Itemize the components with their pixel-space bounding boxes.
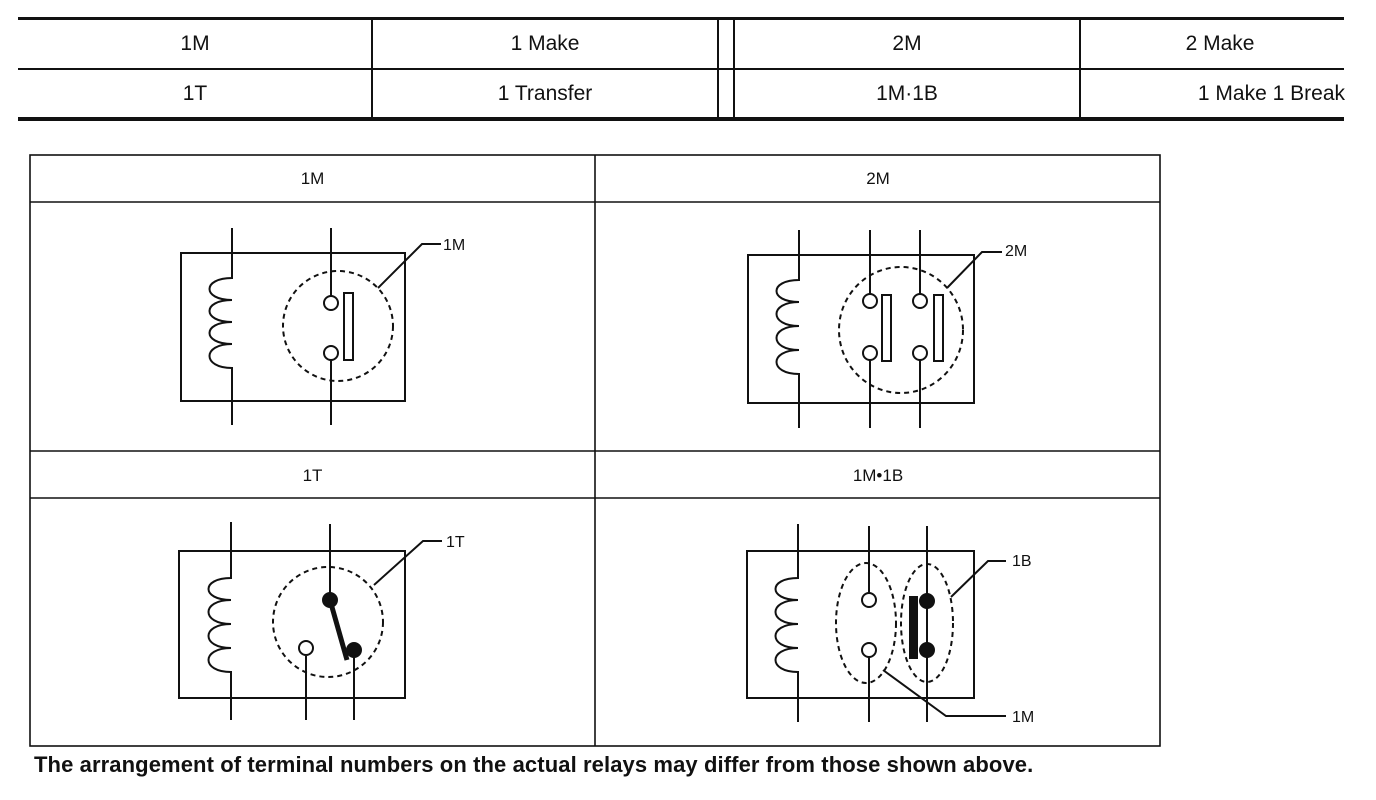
relay-housing xyxy=(178,550,406,699)
relay-housing xyxy=(180,252,406,402)
make-contact-bar xyxy=(933,294,944,362)
panel-header-1m: 1M xyxy=(300,169,325,188)
contact-terminal xyxy=(323,295,339,311)
table-cell-code: 1M xyxy=(180,32,210,55)
coil-symbol xyxy=(207,522,232,720)
table-cell-description: 1 Make 1 Break xyxy=(1197,82,1345,105)
schematic-1m1b xyxy=(746,524,1006,722)
table-top-rule xyxy=(18,17,1344,20)
callout-leader xyxy=(950,560,1006,598)
table-bottom-rule xyxy=(18,117,1344,121)
contact-terminal xyxy=(323,345,339,361)
relay-housing xyxy=(746,550,975,699)
panel-header-1m1b: 1M•1B xyxy=(852,466,904,485)
coil-symbol xyxy=(775,230,800,428)
contact-terminal xyxy=(862,293,878,309)
table-cell-code: 2M xyxy=(892,32,922,55)
callout-leader xyxy=(946,251,1002,289)
table-cell-code: 1M·1B xyxy=(876,82,938,105)
table-cell-description: 1 Make xyxy=(510,32,580,55)
relay-housing xyxy=(747,254,975,404)
contact-terminal xyxy=(912,293,928,309)
contact-group-outline xyxy=(272,566,384,678)
normally-open-terminal xyxy=(298,640,314,656)
break-contact-outline xyxy=(900,563,954,683)
callout-2m: 2M xyxy=(1005,243,1027,260)
table-divider xyxy=(371,19,373,118)
footnote: The arrangement of terminal numbers on t… xyxy=(34,752,1034,777)
panel-header-2m: 2M xyxy=(866,169,890,188)
contact-terminal xyxy=(862,345,878,361)
callout-1b: 1B xyxy=(1012,553,1032,570)
make-terminal xyxy=(861,592,877,608)
transfer-arm xyxy=(327,599,350,661)
callout-1m-make: 1M xyxy=(1012,709,1034,726)
schematic-1t xyxy=(178,522,442,720)
break-terminal xyxy=(919,642,935,658)
contact-group-outline xyxy=(282,270,394,382)
make-contact-bar xyxy=(343,292,354,361)
table-middle-rule xyxy=(18,68,1344,70)
normally-closed-terminal xyxy=(346,642,362,658)
table-cell-description: 2 Make xyxy=(1185,32,1255,55)
panel-header-1t: 1T xyxy=(302,466,323,485)
callout-1m: 1M xyxy=(443,237,465,254)
table-divider xyxy=(1079,19,1081,118)
callout-leader xyxy=(373,540,442,586)
schematic-2m xyxy=(747,230,1002,428)
callout-1t: 1T xyxy=(446,534,465,551)
contact-terminal xyxy=(912,345,928,361)
table-cell-description: 1 Transfer xyxy=(497,82,593,105)
make-contact-bar xyxy=(881,294,892,362)
callout-leader xyxy=(377,243,441,289)
contact-group-outline xyxy=(838,266,964,394)
make-contact-outline xyxy=(835,562,897,684)
break-contact-bar xyxy=(909,596,918,659)
callout-leader xyxy=(882,669,1006,717)
coil-symbol xyxy=(774,524,799,722)
make-terminal xyxy=(861,642,877,658)
coil-symbol xyxy=(208,228,233,425)
table-double-divider-left xyxy=(717,19,719,118)
break-terminal xyxy=(919,593,935,609)
schematic-1m xyxy=(180,228,441,425)
table-cell-code: 1T xyxy=(182,82,208,105)
table-double-divider-right xyxy=(733,19,735,118)
